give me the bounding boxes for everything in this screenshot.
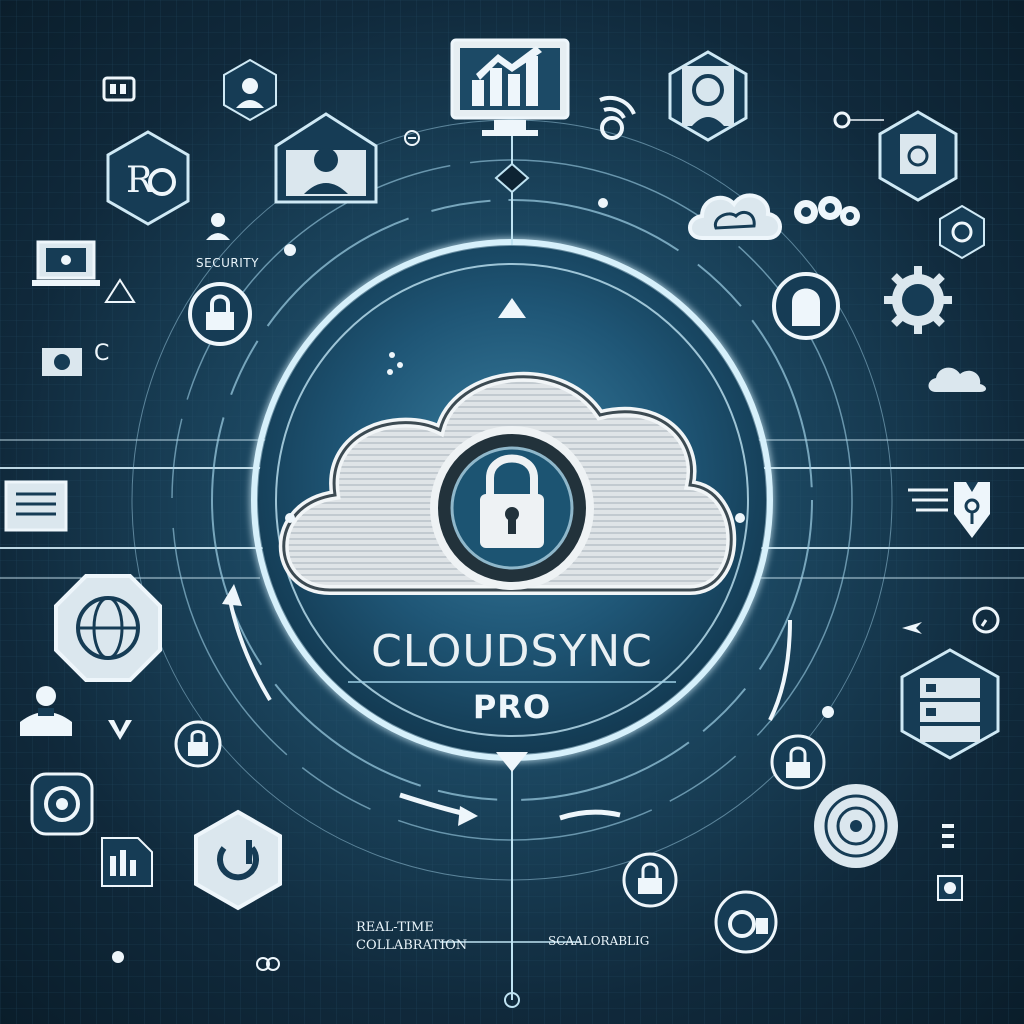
lock-bottom-icon [622,852,678,908]
gear-small-icon [833,111,884,129]
cloud-small-icon [928,367,986,392]
document-icon [4,480,68,532]
server-stack-icon [900,648,1000,760]
arrow-down-icon [496,752,528,772]
triangle-node-icon [104,278,136,303]
sync-icon [942,824,954,848]
lock-icon [188,282,252,346]
refresh-icon [194,809,282,911]
magnifier-user-icon [668,50,748,142]
rose-icon [30,772,94,836]
user-card-icon [274,112,378,204]
cloud-icon [688,193,782,240]
camera-icon: C [42,341,109,376]
chevron-down-icon [108,720,132,740]
server-icon [102,76,136,102]
scalability-label: SCAALORABLIG [548,934,650,948]
brand-edition: PRO [472,688,552,726]
user-icon [20,686,72,736]
wifi-icon [599,96,636,140]
padlock-icon [174,720,222,768]
monitor-chart-icon [450,38,570,136]
laptop-icon [32,240,100,286]
user-hex-icon [223,58,277,122]
clock-icon [972,606,1000,634]
infinity-icon [256,957,280,971]
chart-bars-icon [101,837,153,887]
lock-right-icon [772,272,840,340]
cloud-lock-graphic [278,371,737,595]
globe-small-icon [939,204,985,260]
gear-icon [884,266,952,334]
realtime-label-line2: COLLABRATION [356,938,468,953]
share-icon [937,875,963,901]
gears-icon [794,196,860,226]
doc-hex-icon [878,110,958,202]
target-icon [814,784,898,868]
badge-ro-icon: R [106,130,190,226]
user-small-icon [206,213,230,240]
svg-text:C: C [94,341,109,366]
brand-name: CLOUDSYNC [371,626,653,677]
padlock-right-icon [770,734,826,790]
globe-icon [54,574,162,682]
shield-key-icon [908,482,990,538]
chart-small-icon [404,130,420,146]
headset-icon [714,890,778,954]
plane-icon [902,622,922,634]
realtime-label-line1: REAL-TIME [356,920,434,935]
arrow-up-icon [498,298,526,318]
security-label: SECURITY [196,256,259,270]
